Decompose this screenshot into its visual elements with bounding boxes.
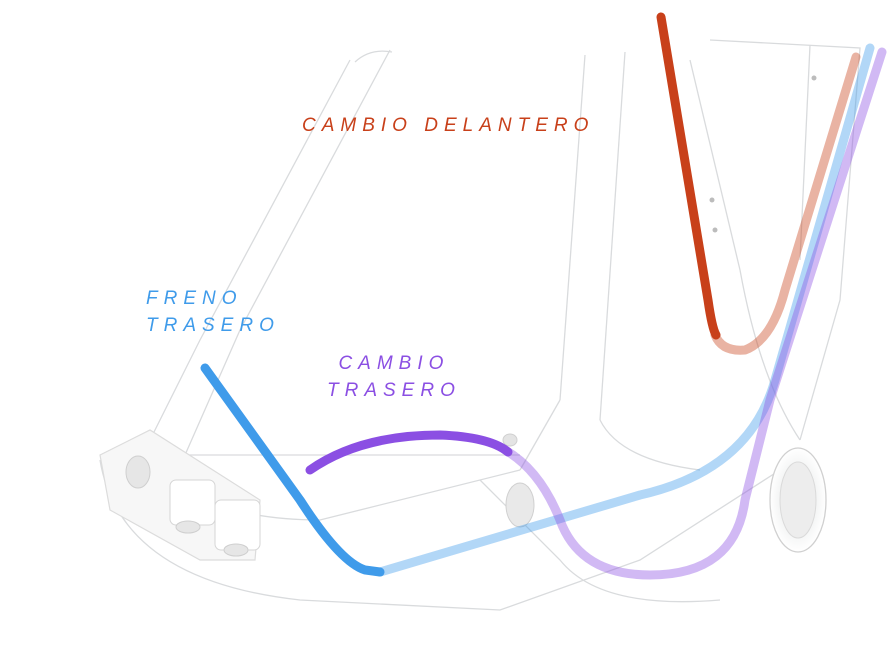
rear-derailleur-label-line1: CAMBIO <box>338 353 450 374</box>
rear-dropout <box>99 429 261 561</box>
rear-brake-cable-internal <box>375 43 875 577</box>
rear-derailleur-label-line2: TRASERO <box>327 380 461 401</box>
front-derailleur-label: CAMBIO DELANTERO <box>302 112 594 139</box>
cable-port <box>502 433 535 528</box>
front-derailleur-label-text: CAMBIO DELANTERO <box>302 115 595 136</box>
rear-brake-label: FRENO TRASERO <box>146 285 280 339</box>
rear-brake-cable <box>200 363 385 577</box>
rear-brake-label-line2: TRASERO <box>146 315 280 336</box>
bottle-mount-holes <box>709 75 817 233</box>
rear-derailleur-label: CAMBIO TRASERO <box>327 350 461 404</box>
bottom-bracket <box>769 447 827 553</box>
front-derailleur-cable <box>656 12 721 340</box>
rear-derailleur-cable <box>305 430 513 475</box>
front-derailleur-cable-internal <box>710 52 861 355</box>
rear-brake-label-line1: FRENO <box>146 288 243 309</box>
rear-derailleur-cable-internal <box>500 47 887 580</box>
